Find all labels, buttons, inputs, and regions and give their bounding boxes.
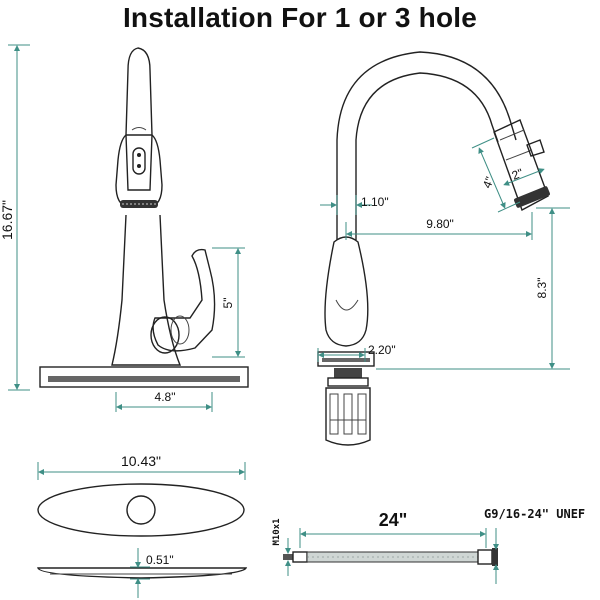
handle-offset-label: 4.8" xyxy=(155,390,176,404)
total-height-dimension: 16.67" xyxy=(0,44,30,391)
deck-plate-length-label: 10.43" xyxy=(121,453,161,469)
spray-button-icon xyxy=(132,147,146,175)
deck-plate-top-view xyxy=(37,483,245,537)
side-view-faucet xyxy=(317,51,550,446)
spray-length-dimension: 4" xyxy=(471,137,521,213)
handle-height-label: 5" xyxy=(221,298,235,309)
spout-clearance-dimension: 8.3" xyxy=(376,207,570,370)
total-height-label: 16.67" xyxy=(0,200,15,240)
handle-offset-dimension: 4.8" xyxy=(115,390,213,412)
spout-base-label: 1.10" xyxy=(361,195,389,209)
spout-clearance-label: 8.3" xyxy=(535,278,549,299)
deck-plate-side-view xyxy=(37,567,248,579)
deck-plate-thickness-label: 0.51" xyxy=(146,553,174,567)
hose-thread-dimension: G9/16-24" UNEF xyxy=(484,507,585,584)
hose-length-dimension: 24" xyxy=(299,510,487,548)
hose-end-label: M10x1 xyxy=(272,518,282,545)
hose-length-label: 24" xyxy=(379,510,408,530)
page-title: Installation For 1 or 3 hole xyxy=(122,2,478,33)
spray-width-label: 2" xyxy=(510,166,525,183)
front-view-faucet xyxy=(39,47,249,388)
base-width-label: 2.20" xyxy=(368,343,396,357)
reach-label: 9.80" xyxy=(426,217,454,231)
base-width-dimension: 2.20" xyxy=(317,343,396,362)
deck-plate-thickness-dimension: 0.51" xyxy=(130,548,174,598)
reach-dimension: 9.80" xyxy=(345,212,533,240)
spray-length-label: 4" xyxy=(480,175,497,190)
hose-end-dimension: M10x1 xyxy=(272,518,291,576)
spray-width-dimension: 2" xyxy=(503,166,545,186)
spout-base-dimension: 1.10" xyxy=(320,195,389,215)
hose-assembly xyxy=(283,548,498,566)
hose-thread-label: G9/16-24" UNEF xyxy=(484,507,585,521)
handle-height-dimension: 5" xyxy=(212,247,245,358)
deck-plate-length-dimension: 10.43" xyxy=(37,453,246,480)
